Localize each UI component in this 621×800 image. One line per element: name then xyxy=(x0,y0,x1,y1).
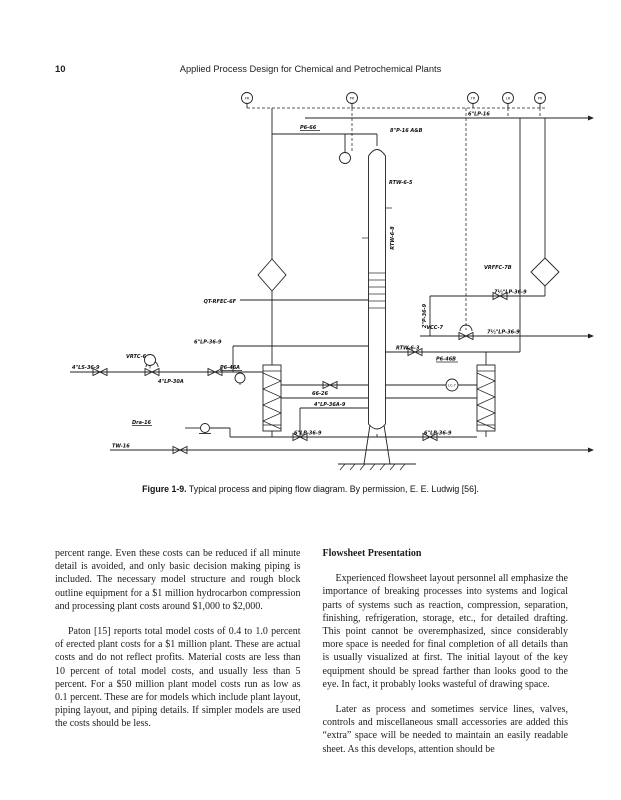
line-label: QT-RFEC-6F xyxy=(204,299,237,305)
equipment-label: P6-66 xyxy=(300,125,317,131)
line-label: RTW-6-5 xyxy=(389,180,413,186)
equipment-label: Dra-16 xyxy=(132,420,152,426)
page-number: 10 xyxy=(55,64,66,75)
instrument-bubble-icon xyxy=(144,354,156,366)
line-label: 7½"LP-36-9 xyxy=(487,329,520,336)
valve-label: VRTC-6 xyxy=(126,354,147,360)
instrument-tag: LR xyxy=(506,96,511,100)
distillation-column xyxy=(338,149,416,471)
equipment-label: P6-46B xyxy=(436,357,456,363)
line-label: 2"P-36-9 xyxy=(422,303,428,328)
equipment-label: P6-46A xyxy=(220,365,240,371)
level-controller-icon xyxy=(445,378,459,392)
instrument-tag: TR xyxy=(470,96,476,100)
line-label: RTW-6-3 xyxy=(396,346,420,352)
right-filter xyxy=(530,257,560,287)
line-labels: 6"LP-16 8"P-16 A&B P6-66 RTW-6-5 RTW-6-8… xyxy=(72,112,527,450)
line-label: 4"LP-30A xyxy=(158,379,184,385)
instrument-tag: PR xyxy=(350,96,355,100)
figure-caption: Figure 1-9. Typical process and piping f… xyxy=(0,484,621,494)
body-text: percent range. Even these costs can be r… xyxy=(55,547,568,756)
left-column: percent range. Even these costs can be r… xyxy=(55,547,301,756)
running-title: Applied Process Design for Chemical and … xyxy=(179,64,442,74)
line-label: 6"LP-36-9 xyxy=(424,431,452,437)
instrument-tag: FR xyxy=(245,96,250,100)
line-label: 8"P-16 A&B xyxy=(390,128,423,134)
line-label: 4"LS-36-9 xyxy=(72,365,100,371)
paragraph: Later as process and sometimes service l… xyxy=(322,704,569,755)
left-filter xyxy=(257,258,287,292)
line-label: RTW-6-8 xyxy=(390,226,396,250)
line-label: 6"LP-36-9 xyxy=(294,431,322,437)
line-label: 6"LP-36-9 xyxy=(194,340,222,346)
paragraph: Experienced flowsheet layout personnel a… xyxy=(322,573,569,690)
instrument-tag: LC-7 xyxy=(448,383,456,387)
instrument-tag: PR xyxy=(538,96,543,100)
paragraph: Paton [15] reports total model costs of … xyxy=(55,626,301,730)
process-piping xyxy=(70,108,594,453)
line-label: 7½"LP-36-9 xyxy=(494,289,527,296)
line-label: 6"LP-16 xyxy=(468,112,490,118)
running-header: 10 Applied Process Design for Chemical a… xyxy=(0,64,621,78)
valve-label: VCC-7 xyxy=(426,325,443,331)
left-exchanger xyxy=(262,364,282,432)
figure-1-9: FR PR TR LR PR 6"LP-16 8"P-16 A&B P6-66 … xyxy=(0,88,621,480)
top-instruments: FR PR TR LR PR xyxy=(241,92,546,108)
process-flow-diagram: FR PR TR LR PR 6"LP-16 8"P-16 A&B P6-66 … xyxy=(70,92,594,471)
pump-icon xyxy=(200,423,210,433)
equipment-label: VRFFC-7B xyxy=(484,265,512,271)
right-column: Flowsheet Presentation Experienced flows… xyxy=(323,547,569,756)
instrument-bubbles xyxy=(144,152,459,434)
right-exchanger xyxy=(476,364,496,432)
instrument-bubble-icon xyxy=(339,152,351,164)
instrument-signal-lines xyxy=(149,107,545,385)
line-label: 66-26 xyxy=(312,391,329,397)
line-label: 4"LP-36A-9 xyxy=(314,402,346,408)
figure-caption-text: Typical process and piping flow diagram.… xyxy=(186,484,479,494)
figure-caption-label: Figure 1-9. xyxy=(142,484,187,494)
line-label: TW-16 xyxy=(112,444,130,450)
instrument-bubble-icon xyxy=(234,372,246,384)
paragraph: percent range. Even these costs can be r… xyxy=(55,548,301,612)
section-heading: Flowsheet Presentation xyxy=(322,548,422,559)
